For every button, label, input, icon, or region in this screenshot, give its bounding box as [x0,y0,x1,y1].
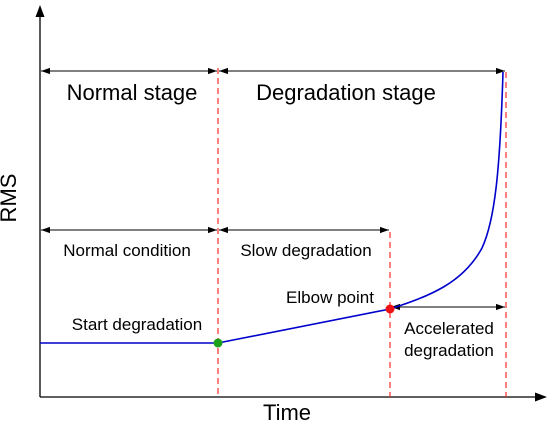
accelerated-degradation-label-line1: Accelerated [404,319,494,338]
rms-curve [40,71,504,344]
elbow-point-label: Elbow point [286,288,374,307]
x-axis-label: Time [263,400,311,425]
slow-degradation-label: Slow degradation [240,241,371,260]
start-degradation-point [213,338,223,348]
elbow-point-marker [385,304,395,314]
normal-stage-label: Normal stage [67,80,198,105]
normal-condition-label: Normal condition [63,241,191,260]
x-axis-arrow-icon [535,392,547,402]
y-axis-label: RMS [0,174,21,223]
accelerated-degradation-label-line2: degradation [404,341,494,360]
y-axis-arrow-icon [35,5,45,17]
degradation-stage-label: Degradation stage [256,80,436,105]
start-degradation-label: Start degradation [72,315,202,334]
